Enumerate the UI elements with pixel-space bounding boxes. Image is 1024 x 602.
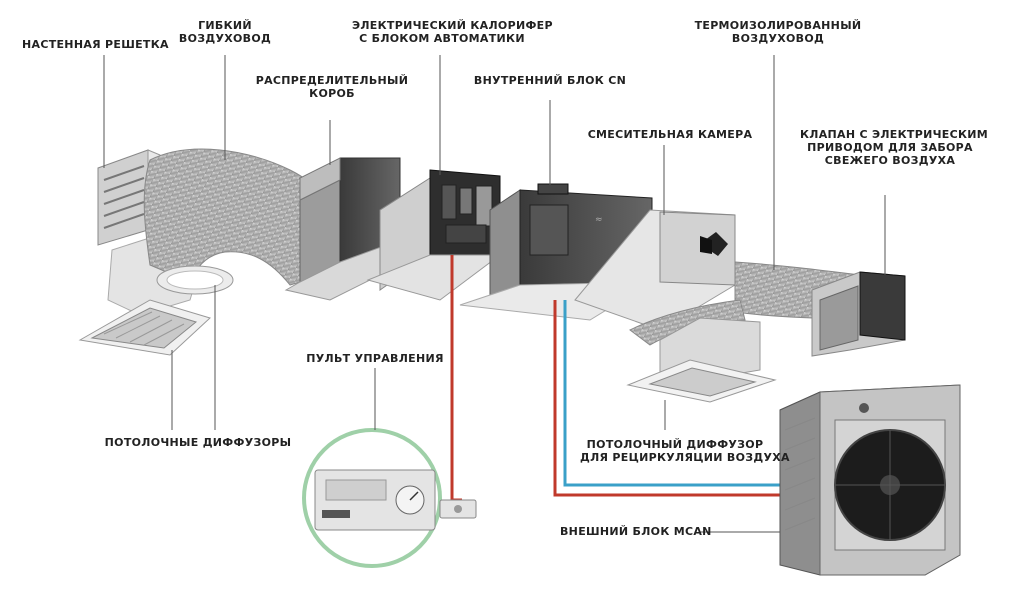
control-panel bbox=[302, 428, 477, 568]
label-wall-grille: НАСТЕННАЯ РЕШЕТКА bbox=[22, 38, 169, 51]
flexible-duct bbox=[143, 148, 339, 295]
label-ceiling-diffusers: ПОТОЛОЧНЫЕ ДИФФУЗОРЫ bbox=[104, 436, 292, 449]
mixing-chamber bbox=[574, 209, 736, 331]
svg-text:≈: ≈ bbox=[595, 215, 603, 225]
label-indoor-unit: ВНУТРЕННИЙ БЛОК CN bbox=[473, 74, 627, 87]
label-control-panel: ПУЛЬТ УПРАВЛЕНИЯ bbox=[306, 352, 444, 365]
label-outdoor-unit: ВНЕШНИЙ БЛОК MCAN bbox=[560, 525, 712, 538]
outdoor-unit-mcan bbox=[779, 384, 961, 576]
leader-lines bbox=[103, 55, 886, 533]
fresh-air-damper bbox=[811, 271, 906, 357]
label-mixing-chamber: СМЕСИТЕЛЬНАЯ КАМЕРА bbox=[587, 128, 753, 141]
recirculation-diffuser bbox=[626, 317, 777, 403]
electric-heater bbox=[366, 169, 502, 301]
